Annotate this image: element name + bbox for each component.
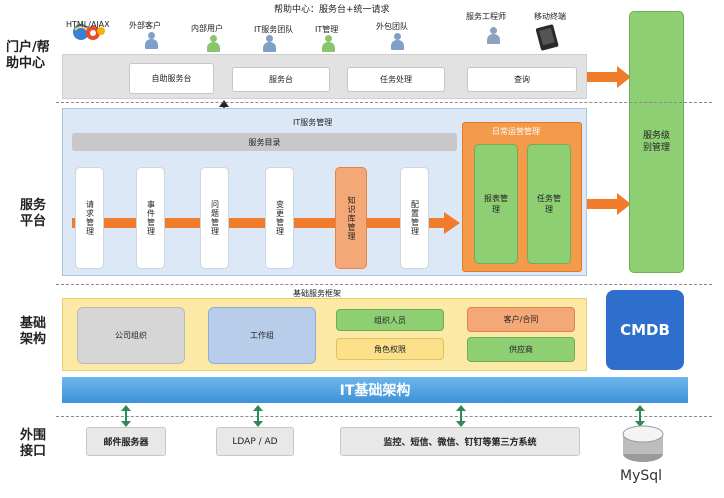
- report-management[interactable]: 报表管理: [474, 144, 518, 264]
- person-icon: [390, 33, 404, 51]
- double-arrow-icon: [634, 405, 646, 427]
- process-incident-management[interactable]: 事件管理: [136, 167, 165, 269]
- user-label-internal-user: 内部用户: [191, 24, 223, 33]
- process-request-management[interactable]: 请求管理: [75, 167, 104, 269]
- browser-icon: [72, 18, 106, 44]
- company-organization-label: 公司组织: [115, 331, 147, 340]
- cmdb-box[interactable]: CMDB: [606, 290, 684, 370]
- cmdb-label: CMDB: [620, 321, 670, 339]
- sla-label: 服务级别管理: [642, 131, 670, 153]
- database-icon: [621, 424, 665, 464]
- workgroup-label: 工作组: [250, 331, 274, 340]
- layer-label-external: 外围接口: [20, 428, 47, 459]
- arrow-service-to-sla: [587, 193, 631, 215]
- portal-button-query[interactable]: 查询: [467, 67, 577, 92]
- portal-button-task-handling[interactable]: 任务处理: [347, 67, 445, 92]
- double-arrow-icon: [455, 405, 467, 427]
- customer-contract-label: 客户/合同: [503, 315, 539, 324]
- framework-title: 基础服务框架: [293, 289, 341, 298]
- database-label: MySql: [620, 468, 663, 484]
- user-label-mobile-terminal: 移动终端: [534, 12, 566, 21]
- layer-label-portal: 门户/帮助中心: [6, 40, 50, 71]
- help-center-header: 帮助中心：服务台+统一请求: [274, 5, 390, 15]
- it-service-management-title: IT服务管理: [293, 118, 333, 127]
- it-infrastructure-label: IT基础架构: [339, 383, 411, 399]
- organization-staff-label: 组织人员: [374, 315, 406, 325]
- user-label-external-customer: 外部客户: [129, 21, 161, 30]
- task-management[interactable]: 任务管理: [527, 144, 571, 264]
- layer-label-service: 服务平台: [20, 198, 47, 229]
- person-icon: [206, 35, 220, 53]
- double-arrow-icon: [120, 405, 132, 427]
- report-management-label: 报表管理: [484, 194, 508, 214]
- company-organization[interactable]: 公司组织: [77, 307, 185, 364]
- process-change-management[interactable]: 变更管理: [265, 167, 294, 269]
- role-permissions-label: 角色权限: [374, 344, 406, 354]
- supplier-label: 供应商: [509, 345, 533, 354]
- organization-staff[interactable]: 组织人员: [336, 309, 444, 331]
- sla-management[interactable]: 服务级别管理: [629, 11, 684, 273]
- supplier[interactable]: 供应商: [467, 337, 575, 362]
- separator-service: [56, 284, 712, 285]
- person-icon: [144, 32, 158, 50]
- portal-button-self-service[interactable]: 自助服务台: [129, 63, 214, 94]
- service-catalog[interactable]: 服务目录: [72, 133, 457, 151]
- interface-ldap-ad[interactable]: LDAP / AD: [216, 427, 294, 456]
- process-configuration-management[interactable]: 配置管理: [400, 167, 429, 269]
- workgroup[interactable]: 工作组: [208, 307, 316, 364]
- customer-contract[interactable]: 客户/合同: [467, 307, 575, 332]
- interface-mail-server[interactable]: 邮件服务器: [86, 427, 166, 456]
- layer-label-foundation: 基础架构: [20, 316, 47, 347]
- role-permissions[interactable]: 角色权限: [336, 338, 444, 360]
- person-icon: [321, 35, 335, 53]
- user-label-it-service-team: IT服务团队: [254, 25, 294, 34]
- task-management-label: 任务管理: [537, 194, 561, 214]
- user-label-it-management: IT管理: [315, 25, 339, 34]
- user-label-outsourced-team: 外包团队: [376, 22, 408, 31]
- service-catalog-label: 服务目录: [248, 137, 281, 147]
- user-label-service-engineer: 服务工程师: [466, 12, 506, 21]
- portal-button-service-desk[interactable]: 服务台: [232, 67, 330, 92]
- process-knowledge-base-management[interactable]: 知识库管理: [335, 167, 367, 269]
- person-icon: [262, 35, 276, 53]
- separator-foundation: [56, 416, 712, 417]
- person-icon: [486, 27, 500, 45]
- mobile-device-icon: [533, 23, 561, 51]
- it-infrastructure-bar[interactable]: IT基础架构: [62, 377, 688, 403]
- daily-operations-title: 日常运营管理: [492, 127, 540, 136]
- arrow-portal-to-sla: [587, 66, 631, 88]
- separator-portal: [56, 102, 712, 103]
- double-arrow-icon: [252, 405, 264, 427]
- user-label-html-ajax: HTML/AJAX: [66, 20, 110, 29]
- interface-third-party[interactable]: 监控、短信、微信、钉钉等第三方系统: [340, 427, 580, 456]
- process-problem-management[interactable]: 问题管理: [200, 167, 229, 269]
